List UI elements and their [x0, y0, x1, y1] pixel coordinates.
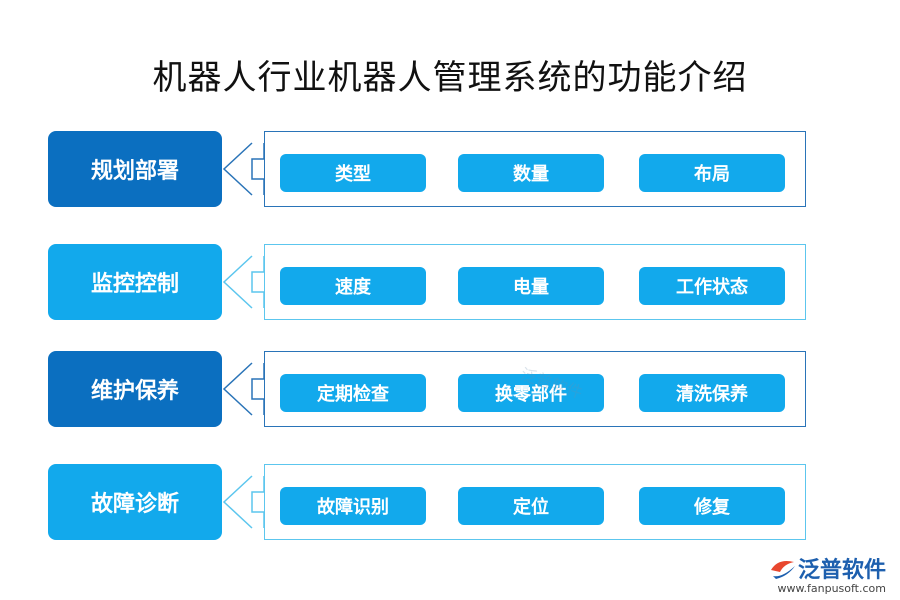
- item-pill: 定位: [458, 487, 604, 525]
- item-pill: 布局: [639, 154, 785, 192]
- brand-name: 泛普软件: [797, 558, 886, 583]
- brand-url: www.fanpusoft.com: [777, 582, 886, 595]
- item-pill: 定期检查: [280, 374, 426, 412]
- items-container: 速度 电量 工作状态: [264, 244, 806, 320]
- item-pill: 修复: [639, 487, 785, 525]
- item-pill: 电量: [458, 267, 604, 305]
- brand-logo: 泛普软件 www.fanpusoft.com: [768, 552, 886, 595]
- brand-mark-icon: [770, 561, 795, 579]
- category-box: 规划部署: [48, 131, 222, 207]
- category-box: 监控控制: [48, 244, 222, 320]
- item-pill: 清洗保养: [639, 374, 785, 412]
- section-row: 维护保养 定期检查 换零部件 清洗保养: [0, 351, 900, 431]
- item-pill: 故障识别: [280, 487, 426, 525]
- item-pill: 类型: [280, 154, 426, 192]
- arrow-left-icon: [222, 142, 265, 196]
- page-title: 机器人行业机器人管理系统的功能介绍: [152, 58, 748, 98]
- items-container: 类型 数量 布局: [264, 131, 806, 207]
- section-row: 故障诊断 故障识别 定位 修复: [0, 464, 900, 544]
- item-pill: 换零部件: [458, 374, 604, 412]
- arrow-left-icon: [222, 362, 265, 416]
- items-container: 定期检查 换零部件 清洗保养: [264, 351, 806, 427]
- category-box: 故障诊断: [48, 464, 222, 540]
- item-pill: 数量: [458, 154, 604, 192]
- arrow-left-icon: [222, 475, 265, 529]
- arrow-left-icon: [222, 255, 265, 309]
- section-row: 规划部署 类型 数量 布局: [0, 131, 900, 211]
- category-box: 维护保养: [48, 351, 222, 427]
- section-row: 监控控制 速度 电量 工作状态: [0, 244, 900, 324]
- items-container: 故障识别 定位 修复: [264, 464, 806, 540]
- item-pill: 速度: [280, 267, 426, 305]
- item-pill: 工作状态: [639, 267, 785, 305]
